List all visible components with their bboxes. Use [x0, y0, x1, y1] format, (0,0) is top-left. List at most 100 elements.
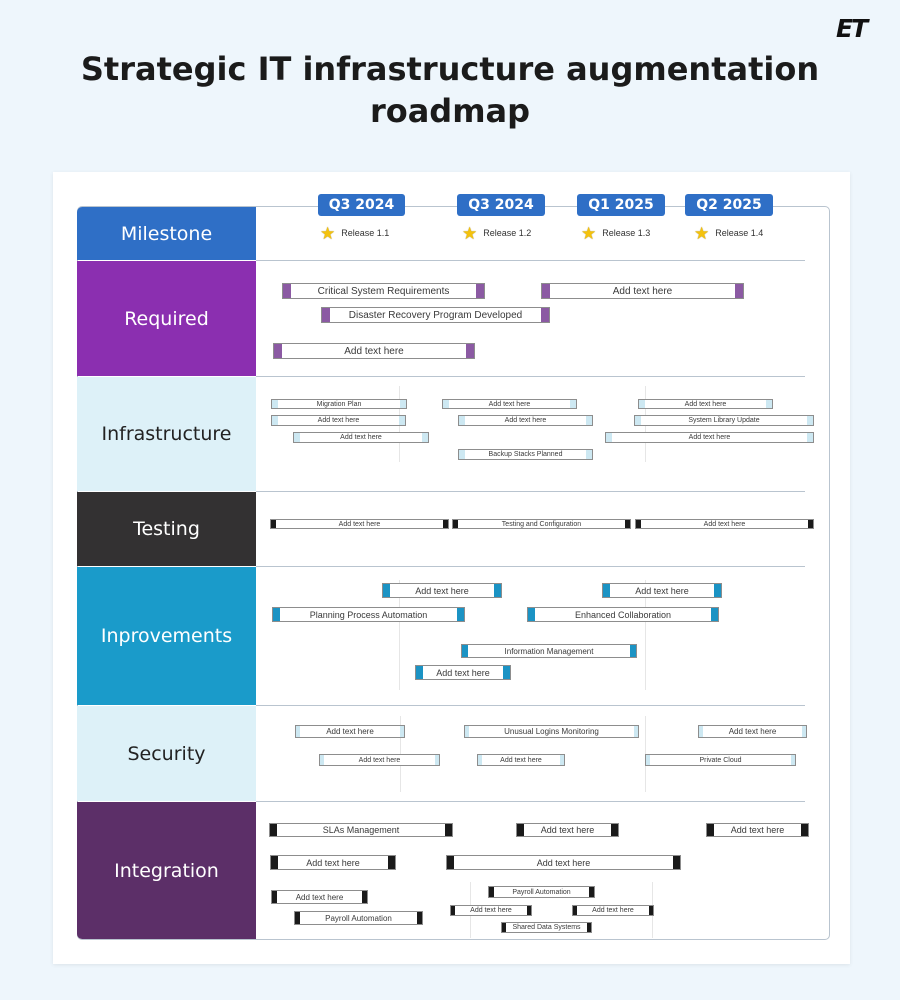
star-icon: ★: [581, 223, 597, 243]
task-bar-label: Add text here: [504, 417, 547, 424]
bar-cap-left: [274, 344, 282, 358]
bar-cap-right: [802, 726, 806, 737]
bar-cap-right: [527, 906, 531, 915]
bar-cap-left: [707, 824, 714, 836]
bar-cap-left: [606, 433, 612, 442]
task-bar-label: Add text here: [358, 756, 401, 764]
row-label-required: Required: [77, 261, 256, 376]
bar-cap-right: [400, 726, 404, 737]
bar-cap-left: [639, 400, 645, 408]
row-label-integration: Integration: [77, 802, 256, 939]
bar-cap-right: [735, 284, 743, 298]
milestone-release: ★Release 1.1: [320, 224, 389, 242]
release-label: Release 1.3: [602, 228, 651, 238]
bar-cap-right: [399, 416, 405, 425]
task-bar-label: Testing and Configuration: [501, 520, 582, 528]
milestone-quarter-pill: Q3 2024: [457, 194, 545, 216]
task-bar-improvements: Add text here: [415, 665, 511, 680]
bar-cap-left: [528, 608, 535, 621]
bar-cap-left: [272, 416, 278, 425]
bar-cap-left: [542, 284, 550, 298]
task-bar-security: Add text here: [319, 754, 440, 766]
task-bar-integration: Payroll Automation: [294, 911, 423, 925]
milestone-release: ★Release 1.2: [462, 224, 531, 242]
task-bar-infrastructure: Add text here: [638, 399, 773, 409]
bar-cap-right: [435, 755, 439, 765]
task-bar-label: Unusual Logins Monitoring: [504, 727, 599, 736]
row-separator: [256, 801, 805, 802]
task-bar-infrastructure: Add text here: [271, 415, 406, 426]
task-bar-label: Add text here: [703, 520, 746, 528]
bar-cap-right: [445, 824, 452, 836]
bar-cap-right: [362, 891, 367, 903]
task-bar-label: Planning Process Automation: [309, 609, 428, 620]
task-bar-required: Disaster Recovery Program Developed: [321, 307, 550, 323]
bar-cap-right: [630, 645, 636, 657]
bar-cap-left: [699, 726, 703, 737]
bar-cap-left: [459, 416, 465, 425]
bar-cap-left: [646, 755, 650, 765]
bar-cap-left: [271, 856, 278, 869]
task-bar-integration: Add text here: [450, 905, 532, 916]
bar-cap-right: [476, 284, 484, 298]
bar-cap-right: [400, 400, 406, 408]
bar-cap-right: [466, 344, 474, 358]
task-bar-label: Add text here: [344, 345, 404, 357]
bar-cap-left: [320, 755, 324, 765]
task-bar-label: Add text here: [684, 400, 727, 408]
task-bar-label: Payroll Automation: [512, 888, 571, 896]
task-bar-testing: Add text here: [270, 519, 449, 529]
bar-cap-left: [447, 856, 454, 869]
task-bar-label: Shared Data Systems: [512, 924, 581, 931]
task-bar-label: Add text here: [500, 756, 542, 764]
bar-cap-right: [443, 520, 448, 528]
row-separator: [256, 705, 805, 706]
task-bar-integration: Shared Data Systems: [501, 922, 592, 933]
bar-cap-left: [271, 520, 276, 528]
task-bar-improvements: Enhanced Collaboration: [527, 607, 719, 622]
milestone-quarter-pill: Q3 2024: [318, 194, 405, 216]
bar-cap-right: [422, 433, 428, 442]
bar-cap-left: [462, 645, 468, 657]
bar-cap-right: [589, 887, 594, 897]
task-bar-label: Add text here: [326, 727, 374, 736]
task-bar-label: Backup Stacks Planned: [488, 451, 563, 458]
task-bar-label: Add text here: [540, 825, 595, 835]
bar-cap-left: [283, 284, 291, 298]
task-bar-security: Add text here: [477, 754, 565, 766]
task-bar-label: Add text here: [635, 585, 689, 596]
bar-cap-left: [295, 912, 300, 924]
task-bar-improvements: Add text here: [382, 583, 502, 598]
task-bar-required: Add text here: [273, 343, 475, 359]
task-bar-label: Disaster Recovery Program Developed: [348, 309, 523, 321]
row-label-security: Security: [77, 706, 256, 801]
bar-cap-left: [416, 666, 423, 679]
task-bar-label: Add text here: [728, 727, 777, 736]
task-bar-integration: Add text here: [271, 890, 368, 904]
task-bar-improvements: Add text here: [602, 583, 722, 598]
bar-cap-right: [625, 520, 630, 528]
row-label-improvements: Inprovements: [77, 567, 256, 705]
bar-cap-right: [791, 755, 795, 765]
bar-cap-left: [294, 433, 300, 442]
bar-cap-left: [489, 887, 494, 897]
task-bar-infrastructure: Add text here: [293, 432, 429, 443]
bar-cap-right: [560, 755, 564, 765]
task-bar-testing: Testing and Configuration: [452, 519, 631, 529]
bar-cap-right: [673, 856, 680, 869]
bar-cap-right: [541, 308, 549, 322]
task-bar-infrastructure: Add text here: [458, 415, 593, 426]
task-bar-integration: SLAs Management: [269, 823, 453, 837]
task-bar-security: Unusual Logins Monitoring: [464, 725, 639, 738]
bar-cap-left: [573, 906, 577, 915]
task-bar-label: Add text here: [612, 285, 673, 297]
task-bar-label: Add text here: [592, 907, 634, 914]
task-bar-label: Add text here: [688, 434, 731, 441]
bar-cap-right: [807, 433, 813, 442]
star-icon: ★: [320, 223, 336, 243]
task-bar-label: Add text here: [295, 892, 344, 902]
task-bar-testing: Add text here: [635, 519, 814, 529]
milestone-release: ★ Release 1.3: [581, 224, 650, 242]
bar-cap-left: [517, 824, 524, 836]
bar-cap-right: [711, 608, 718, 621]
